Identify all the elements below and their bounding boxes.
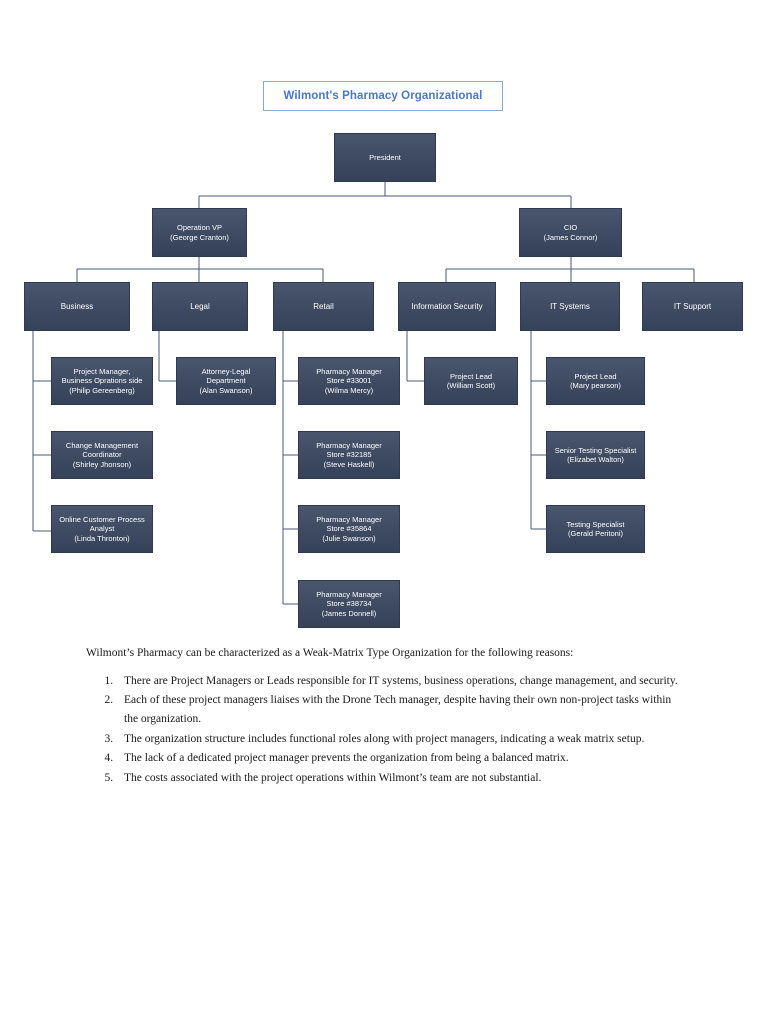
node-retail-1-line1: Pharmacy Manager xyxy=(316,367,382,377)
node-president[interactable]: President xyxy=(334,133,436,182)
node-business-1-person: (Philip Gereenberg) xyxy=(69,385,135,395)
narrative-reasons-list: There are Project Managers or Leads resp… xyxy=(86,672,686,788)
node-infosec-1-line1: Project Lead xyxy=(449,371,493,381)
node-business-3-person: (Linda Thronton) xyxy=(74,533,130,543)
page-title: Wilmont's Pharmacy Organizational xyxy=(283,90,483,102)
narrative-lead: Wilmont’s Pharmacy can be characterized … xyxy=(86,647,574,659)
node-president-role: President xyxy=(369,152,401,162)
node-retail-4-line1: Pharmacy Manager xyxy=(316,590,382,600)
node-itsystems-project-lead[interactable]: Project Lead (Mary pearson) xyxy=(546,357,645,405)
node-itsys-1-line1: Project Lead xyxy=(574,371,617,381)
node-retail-3-line2: Store #35864 xyxy=(326,524,372,534)
node-business-2-line2: Coordinator xyxy=(82,450,122,460)
node-change-management-coordinator[interactable]: Change Management Coordinator (Shirley J… xyxy=(51,431,153,479)
node-pharmacy-manager-38734[interactable]: Pharmacy Manager Store #38734 (James Don… xyxy=(298,580,400,628)
node-cio[interactable]: CIO (James Connor) xyxy=(519,208,622,257)
node-business-3-line1: Online Customer Process xyxy=(59,515,145,525)
node-information-security-label: Information Security xyxy=(411,301,483,311)
node-online-customer-process-analyst[interactable]: Online Customer Process Analyst (Linda T… xyxy=(51,505,153,553)
node-retail-2-line2: Store #32185 xyxy=(326,450,372,460)
node-itsys-2-line1: Senior Testing Specialist xyxy=(554,445,637,455)
node-business-2-person: (Shirley Jhonson) xyxy=(72,459,132,469)
node-it-systems-label: IT Systems xyxy=(550,301,590,311)
node-itsys-3-person: (Gerald Peritoni) xyxy=(567,529,624,538)
node-pharmacy-manager-32185[interactable]: Pharmacy Manager Store #32185 (Steve Has… xyxy=(298,431,400,479)
node-operation-vp[interactable]: Operation VP (George Cranton) xyxy=(152,208,247,257)
node-infosec-1-person: (William Scott) xyxy=(446,381,496,390)
node-it-support[interactable]: IT Support xyxy=(642,282,743,331)
node-legal-1-person: (Alan Swanson) xyxy=(199,385,253,395)
node-business-label: Business xyxy=(60,301,94,311)
node-retail-1-line2: Store #33001 xyxy=(326,376,372,386)
node-senior-testing-specialist[interactable]: Senior Testing Specialist (Elizabet Walt… xyxy=(546,431,645,479)
node-itsys-1-person: (Mary pearson) xyxy=(570,381,621,390)
node-legal-1-line2: Department xyxy=(206,376,246,386)
node-operation-vp-person: (George Cranton) xyxy=(170,232,229,242)
node-retail-label: Retail xyxy=(313,301,334,311)
list-item: There are Project Managers or Leads resp… xyxy=(116,672,686,691)
node-legal-1-line1: Attorney-Legal xyxy=(201,367,251,377)
node-retail-4-person: (James Donnell) xyxy=(321,608,377,618)
node-testing-specialist[interactable]: Testing Specialist (Gerald Peritoni) xyxy=(546,505,645,553)
node-retail-2-line1: Pharmacy Manager xyxy=(316,441,382,451)
node-business-1-line1: Project Manager, xyxy=(73,367,131,377)
node-cio-person: (James Connor) xyxy=(543,232,598,242)
node-operation-vp-role: Operation VP xyxy=(176,223,223,233)
node-retail-4-line2: Store #38734 xyxy=(326,599,372,609)
node-legal[interactable]: Legal xyxy=(152,282,248,331)
node-retail-3-line1: Pharmacy Manager xyxy=(316,515,382,525)
node-business-3-line2: Analyst xyxy=(89,524,115,534)
narrative-section: Wilmont’s Pharmacy can be characterized … xyxy=(86,645,686,788)
node-business-project-manager[interactable]: Project Manager, Business Oprations side… xyxy=(51,357,153,405)
node-business-1-line2: Business Oprations side xyxy=(61,376,143,386)
node-pharmacy-manager-33001[interactable]: Pharmacy Manager Store #33001 (Wilma Mer… xyxy=(298,357,400,405)
node-business-2-line1: Change Management xyxy=(65,441,139,451)
node-itsys-2-person: (Elizabet Walton) xyxy=(567,455,624,464)
node-retail-1-person: (Wilma Mercy) xyxy=(324,385,374,395)
node-cio-role: CIO xyxy=(563,223,578,233)
list-item: The organization structure includes func… xyxy=(116,730,686,749)
node-retail-3-person: (Julie Swanson) xyxy=(322,533,376,543)
list-item: The lack of a dedicated project manager … xyxy=(116,749,686,768)
org-chart-connectors xyxy=(32,182,695,605)
node-attorney-legal-department[interactable]: Attorney-Legal Department (Alan Swanson) xyxy=(176,357,276,405)
node-pharmacy-manager-35864[interactable]: Pharmacy Manager Store #35864 (Julie Swa… xyxy=(298,505,400,553)
node-it-systems[interactable]: IT Systems xyxy=(520,282,620,331)
node-information-security[interactable]: Information Security xyxy=(398,282,496,331)
node-legal-label: Legal xyxy=(190,301,210,311)
node-business[interactable]: Business xyxy=(24,282,130,331)
node-it-support-label: IT Support xyxy=(673,301,712,311)
node-retail[interactable]: Retail xyxy=(273,282,374,331)
list-item: Each of these project managers liaises w… xyxy=(116,691,686,728)
node-itsys-3-line1: Testing Specialist xyxy=(566,519,625,529)
org-chart: President Operation VP (George Cranton) … xyxy=(24,133,743,628)
list-item: The costs associated with the project op… xyxy=(116,769,686,788)
node-infosec-project-lead[interactable]: Project Lead (William Scott) xyxy=(424,357,518,405)
node-retail-2-person: (Steve Haskell) xyxy=(323,459,375,469)
chart-title-banner: Wilmont's Pharmacy Organizational xyxy=(263,81,503,111)
